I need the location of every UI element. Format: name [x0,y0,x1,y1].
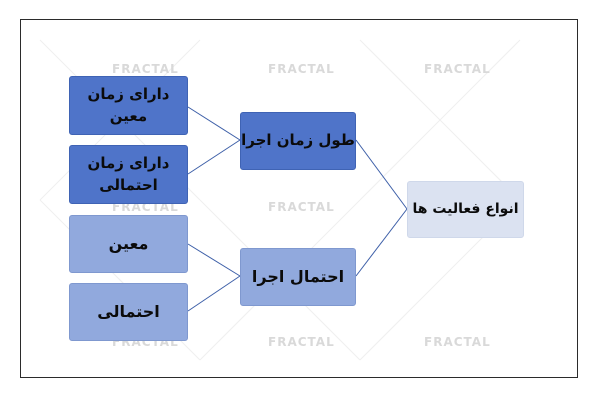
connector-line [187,139,241,175]
node-probabilistic-duration: دارای زمان احتمالی [69,145,188,204]
node-probabilistic: احتمالی [69,283,188,341]
watermark: FRACTAL [424,335,491,349]
node-fixed-duration: دارای زمان معین [69,76,188,135]
connector-line [187,243,241,277]
node-execution-probability: احتمال اجرا [240,248,356,306]
watermark: FRACTAL [424,62,491,76]
connector-line [187,106,241,141]
watermark: FRACTAL [268,62,335,76]
connector-line [187,275,241,312]
node-activity-types: انواع فعالیت ها [407,181,524,238]
watermark: FRACTAL [112,62,179,76]
node-execution-duration: طول زمان اجرا [240,112,356,170]
node-certain: معین [69,215,188,273]
connector-line [355,208,408,277]
connector-line [355,139,408,210]
watermark: FRACTAL [268,200,335,214]
watermark: FRACTAL [268,335,335,349]
